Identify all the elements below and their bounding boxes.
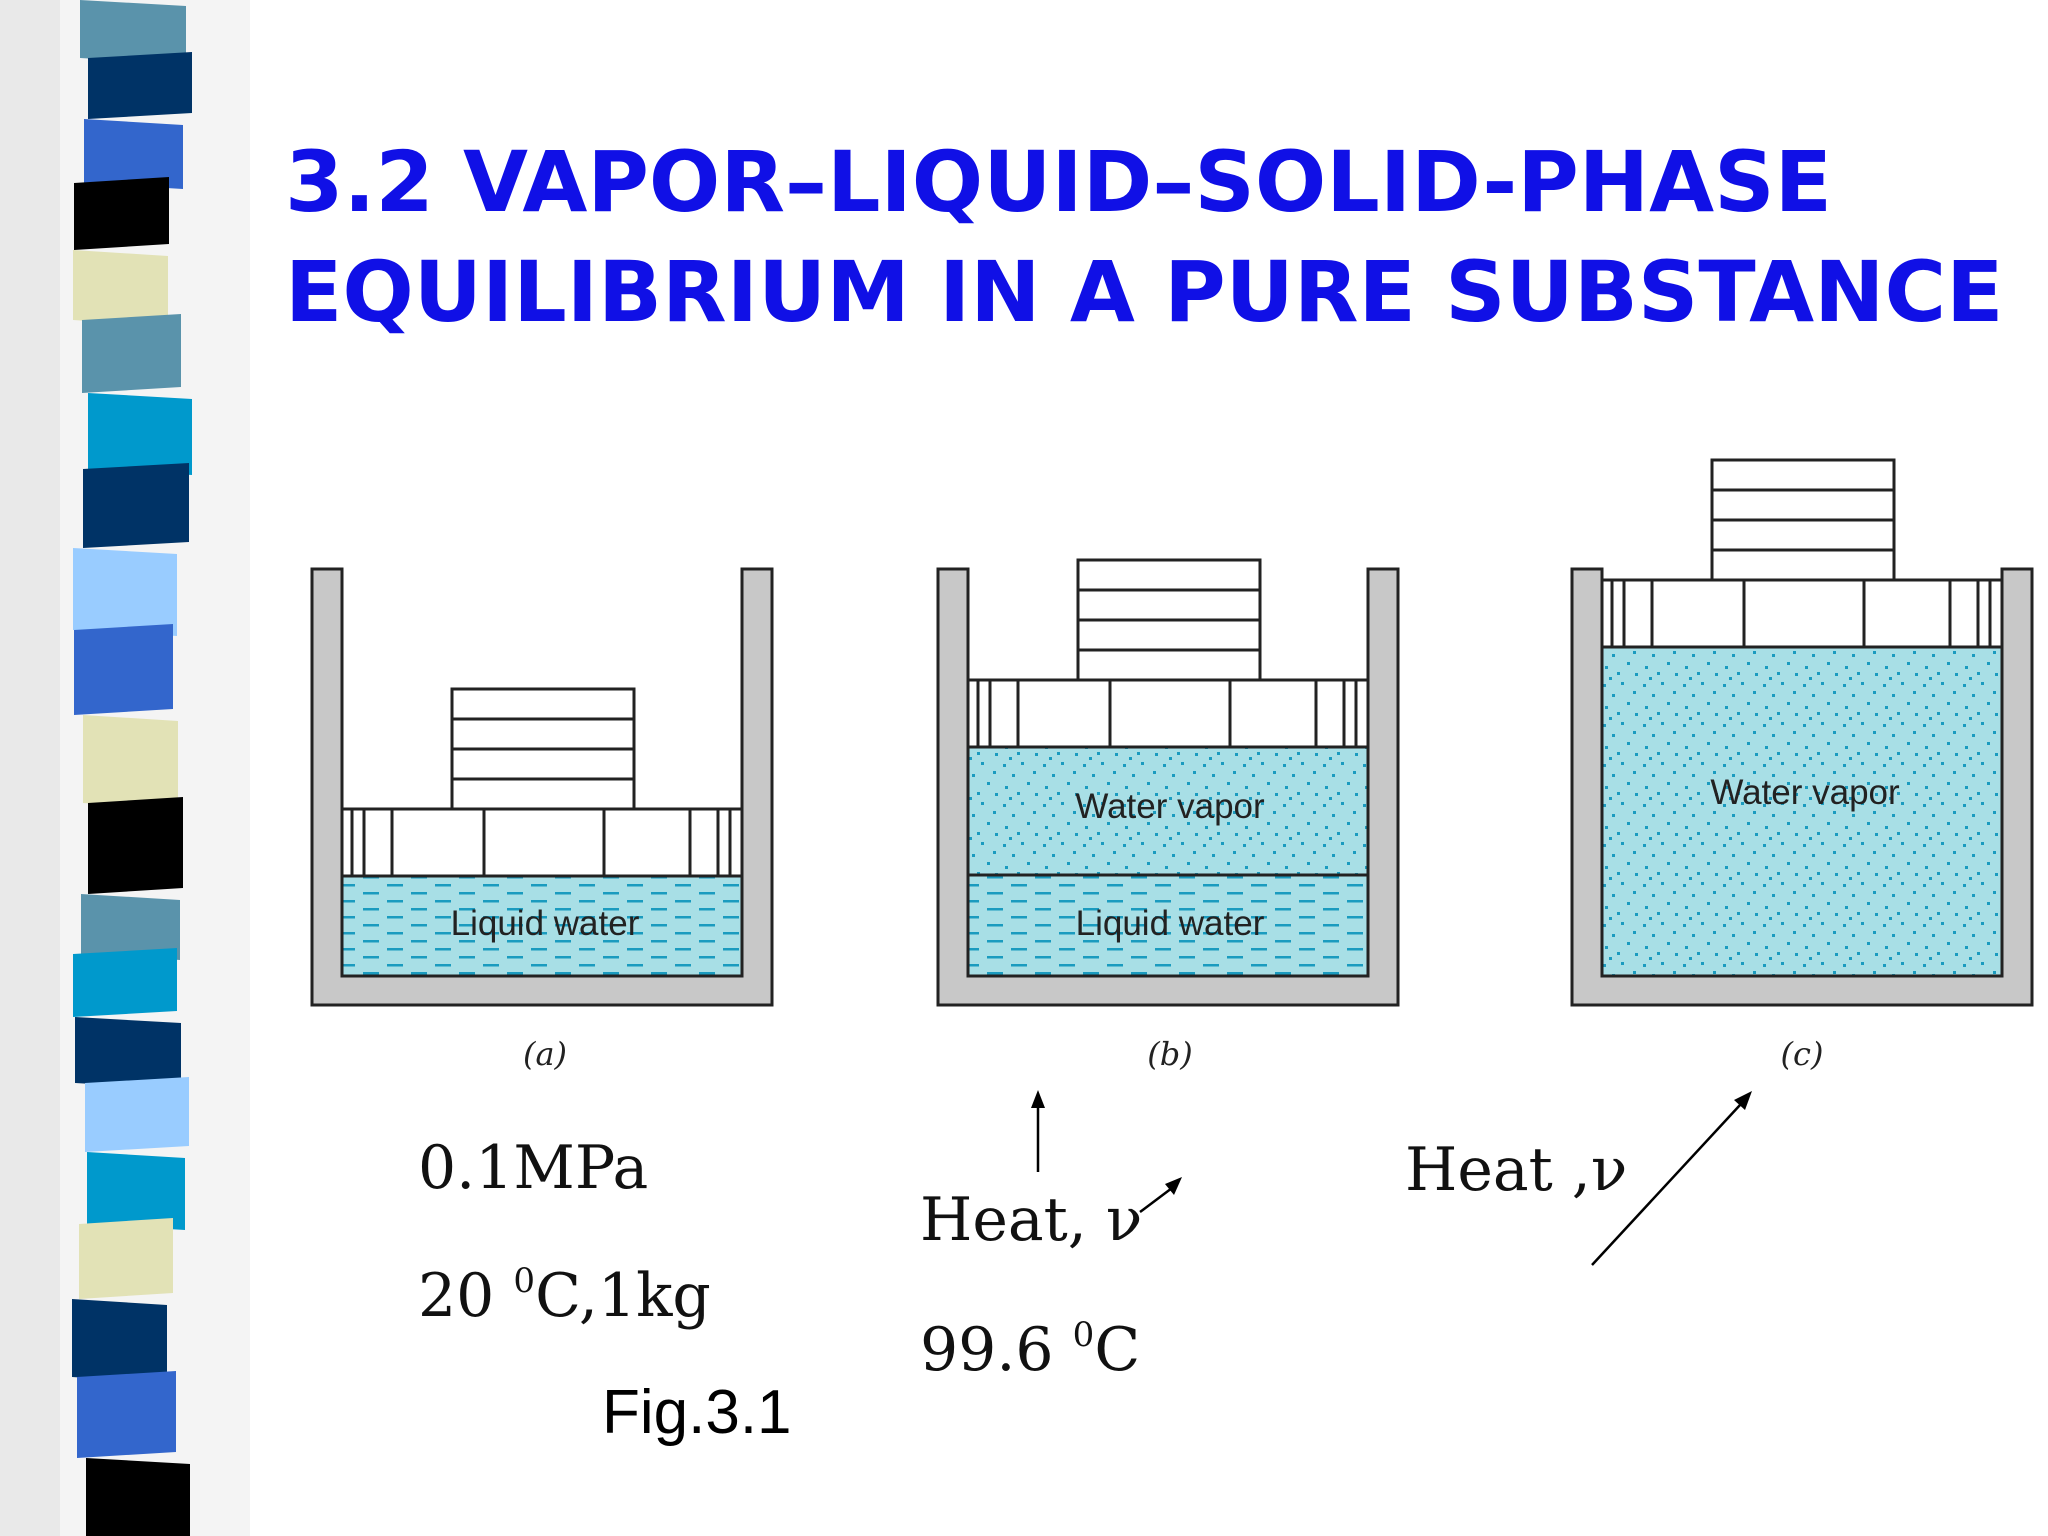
- stripe-block: [83, 463, 189, 548]
- stripe-block: [84, 119, 183, 189]
- panel-c-weights: [1710, 458, 1896, 582]
- stripe-block: [87, 1152, 185, 1230]
- stripe-block: [77, 1371, 176, 1458]
- degree-superscript: 0: [513, 1261, 536, 1301]
- stripe-block: [75, 1017, 181, 1089]
- stripe-block: [73, 948, 177, 1017]
- title-line-2: EQUILIBRIUM IN A PURE SUBSTANCE: [285, 243, 2004, 341]
- heat-arrow-vertical: [1031, 1090, 1045, 1172]
- stripe-block: [88, 393, 192, 475]
- temperature-unit-mass: C,1kg: [535, 1261, 711, 1331]
- stripe-block: [74, 624, 173, 715]
- panel-b-vapor: [968, 747, 1368, 875]
- panel-a-piston: [340, 807, 744, 878]
- degree-superscript-b: 0: [1072, 1315, 1095, 1355]
- annotation-c-heat: Heat ,ν: [1405, 1140, 1627, 1200]
- stripe-block: [79, 1218, 173, 1299]
- panel-b-vapor-label: Water vapor: [1075, 787, 1265, 826]
- stripe-block: [83, 715, 178, 809]
- panel-b-liquid: [968, 875, 1368, 976]
- heat-arrow-long-diagonal: [1591, 1091, 1752, 1266]
- panel-a-vessel: [310, 567, 774, 1007]
- decorative-stripe: [0, 0, 250, 1536]
- stripe-block: [72, 1299, 167, 1383]
- stripe-block: [81, 894, 180, 960]
- panel-a-caption: (a): [523, 1035, 567, 1073]
- panel-a-liquid: [342, 876, 742, 976]
- pressure-value: 0.1MPa: [418, 1133, 649, 1203]
- annotation-b-heat: Heat, ν: [920, 1190, 1142, 1250]
- panel-a-weights: [450, 687, 636, 811]
- stripe-block: [86, 1458, 190, 1536]
- panel-c-vessel: [1570, 567, 2034, 1007]
- panel-c: Water vapor (c): [1570, 458, 2034, 1073]
- panel-c-piston: [1600, 578, 2004, 649]
- panel-a-liquid-label: Liquid water: [451, 904, 640, 943]
- figure-label: Fig.3.1: [602, 1378, 792, 1447]
- panel-b-caption: (b): [1147, 1035, 1192, 1073]
- panel-c-caption: (c): [1781, 1035, 1824, 1073]
- saturation-temperature-value: 99.6: [920, 1315, 1073, 1385]
- title-line-1: 3.2 VAPOR–LIQUID–SOLID-PHASE: [285, 133, 1832, 231]
- stripe-block: [80, 0, 186, 64]
- saturation-temperature-unit: C: [1094, 1315, 1141, 1385]
- heat-label-c: Heat ,ν: [1405, 1135, 1628, 1205]
- panel-b-weights: [1076, 558, 1262, 682]
- annotation-a-temperature: 20 0C,1kg: [418, 1264, 711, 1326]
- panel-b-piston: [966, 678, 1370, 749]
- stripe-block: [73, 548, 177, 636]
- stripe-block: [73, 250, 168, 326]
- panel-b: Water vapor Liquid water (b): [936, 558, 1400, 1073]
- temperature-value: 20: [418, 1261, 514, 1331]
- stripe-block: [85, 1077, 189, 1152]
- stripe-block: [82, 314, 181, 393]
- stripe-block: [88, 797, 183, 894]
- panel-b-liquid-label: Liquid water: [1076, 904, 1265, 943]
- stripe-block: [74, 177, 169, 250]
- panel-c-vapor: [1602, 647, 2002, 976]
- stripe-block: [88, 52, 192, 119]
- annotation-b-temperature: 99.6 0C: [920, 1318, 1140, 1380]
- heat-label-b: Heat, ν: [920, 1185, 1143, 1255]
- panel-a: Liquid water (a): [310, 567, 774, 1073]
- heat-arrow-small-diagonal: [1139, 1177, 1182, 1213]
- panel-c-vapor-label: Water vapor: [1710, 773, 1900, 812]
- annotation-a-pressure: 0.1MPa: [418, 1138, 648, 1198]
